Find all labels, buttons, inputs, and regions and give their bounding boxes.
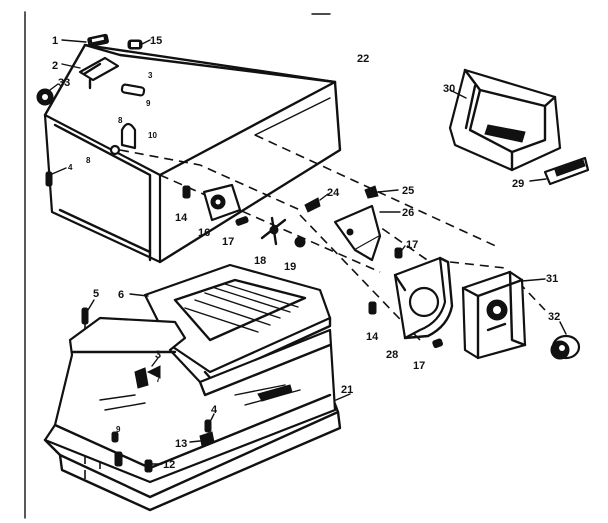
- label-part-25: 25: [402, 185, 414, 197]
- label-part-19: 19: [284, 261, 296, 273]
- assembly-line-d: [369, 219, 431, 263]
- label-part-15: 15: [150, 35, 162, 47]
- label-part-4: 4: [211, 404, 218, 416]
- svg-text:9: 9: [146, 99, 151, 108]
- label-part-1: 1: [52, 35, 58, 47]
- screw-12: [144, 459, 163, 473]
- svg-text:4: 4: [68, 163, 73, 172]
- screw-17b: [394, 245, 406, 259]
- label-part-24: 24: [327, 187, 340, 199]
- insert-29: [529, 156, 590, 186]
- label-part-31: 31: [546, 273, 558, 285]
- label-part-14-lower: 14: [366, 331, 379, 343]
- screw-small: 4: [45, 163, 73, 187]
- screw-17c: [432, 338, 444, 349]
- label-part-14-upper: 14: [175, 212, 188, 224]
- label-part-22: 22: [357, 53, 369, 65]
- nut-19: [294, 236, 306, 248]
- block-31: [461, 270, 546, 360]
- bracket-26: [333, 204, 401, 262]
- grommet-33: [36, 83, 59, 106]
- bracket-2: [61, 56, 120, 90]
- svg-text:3: 3: [148, 71, 153, 80]
- label-part-29: 29: [512, 178, 524, 190]
- label-part-18: 18: [254, 255, 266, 267]
- label-part-30: 30: [443, 83, 455, 95]
- bin-30: [448, 68, 562, 172]
- fan-blade-18: [260, 216, 287, 246]
- screw-14a: [182, 185, 191, 199]
- label-part-13: 13: [175, 438, 187, 450]
- label-part-33: 33: [58, 77, 70, 89]
- assembly-line-a: [159, 174, 381, 273]
- svg-text:8: 8: [86, 156, 91, 165]
- label-part-17-lower: 17: [413, 360, 425, 372]
- label-part-17-right: 17: [406, 239, 418, 251]
- label-part-5: 5: [93, 288, 99, 300]
- fan-shroud-28: [393, 256, 454, 340]
- fan-motor-16: [202, 183, 242, 222]
- screw-17a: [235, 216, 249, 226]
- clip-3: 7: [134, 357, 161, 389]
- screw-5: [81, 299, 95, 325]
- clip-24: [304, 193, 329, 213]
- svg-text:7: 7: [156, 375, 161, 384]
- label-part-3: 3: [155, 349, 161, 361]
- screw-bottom: [114, 451, 123, 467]
- label-part-21: 21: [341, 384, 353, 396]
- label-part-28: 28: [386, 349, 398, 361]
- label-part-17-left: 17: [222, 236, 234, 248]
- clip-13: [189, 431, 215, 447]
- label-part-12: 12: [163, 459, 175, 471]
- clip-1: [61, 33, 109, 48]
- assembly-line-b: [119, 149, 301, 211]
- screw-14b: [368, 301, 377, 315]
- label-part-26: 26: [402, 207, 414, 219]
- label-part-2: 2: [52, 60, 58, 72]
- svg-text:8: 8: [118, 116, 123, 125]
- knob-32: [550, 321, 581, 360]
- housing-22: 3 9 8 10 8: [43, 43, 342, 264]
- label-part-6: 6: [118, 289, 124, 301]
- screw-9: 9: [111, 425, 121, 443]
- assembly-line-e: [449, 261, 546, 311]
- label-part-32: 32: [548, 311, 560, 323]
- clip-25: [364, 185, 399, 199]
- svg-text:9: 9: [116, 425, 121, 434]
- label-part-16: 16: [198, 227, 210, 239]
- screw-4: [204, 413, 215, 433]
- fastener-15: [127, 39, 151, 50]
- svg-text:10: 10: [148, 131, 157, 140]
